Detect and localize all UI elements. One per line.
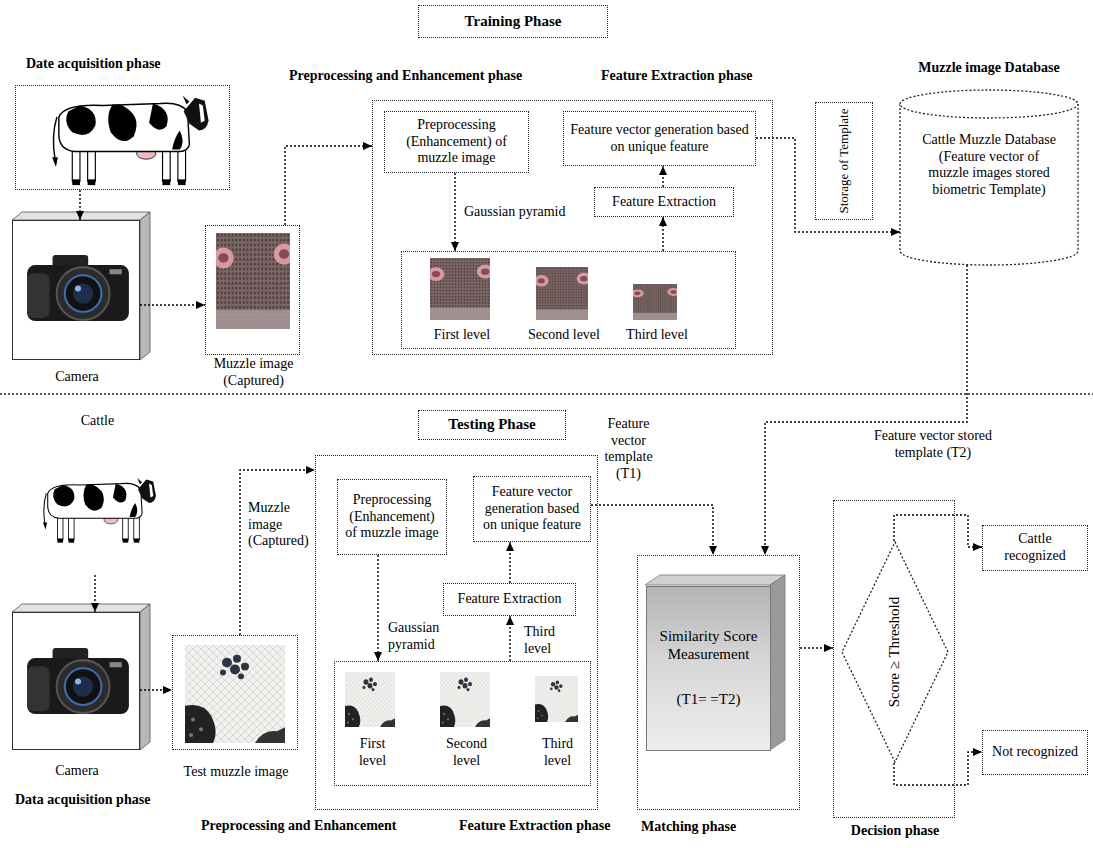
node-text: Camera bbox=[13, 763, 141, 780]
node-text: Third level bbox=[535, 736, 580, 769]
node-text: Cattle Muzzle Database (Feature vector o… bbox=[919, 132, 1059, 198]
phase-group-box: Preprocessing and Enhancement phaseFeatu… bbox=[372, 100, 773, 355]
node-text: Preprocessing (Enhancement) of muzzle im… bbox=[343, 492, 441, 542]
node-text: Feature Extraction phase bbox=[459, 818, 649, 835]
text-area: Cattle recognized bbox=[983, 526, 1087, 570]
node-text: Preprocessing (Enhancement) of muzzle im… bbox=[390, 117, 523, 167]
text-area: Preprocessing (Enhancement) of muzzle im… bbox=[338, 480, 446, 554]
storage-box: Storage of Template bbox=[815, 102, 873, 220]
result-box: Not recognized bbox=[982, 730, 1088, 775]
phase-group-box: Decision phaseScore ≥ Threshold bbox=[833, 500, 955, 818]
process-3d-box: Similarity Score Measurement (T1= =T2) bbox=[646, 586, 771, 751]
text-area: Feature vector generation based on uniqu… bbox=[474, 477, 590, 541]
decision-diamond: Score ≥ Threshold bbox=[841, 541, 949, 763]
node-text: Testing Phase bbox=[448, 416, 535, 434]
process-box: Feature vector generation based on uniqu… bbox=[473, 476, 591, 542]
connector bbox=[454, 173, 455, 251]
text-area: Preprocessing (Enhancement) of muzzle im… bbox=[385, 112, 528, 172]
illustration-box: Cattle bbox=[40, 440, 155, 575]
connector bbox=[94, 575, 95, 612]
result-box: Cattle recognized bbox=[982, 525, 1088, 571]
phase-title-box: Training Phase bbox=[418, 5, 608, 38]
connector bbox=[140, 689, 172, 690]
node-text: Muzzle image Database bbox=[900, 60, 1078, 77]
edge-label: Gaussian pyramid bbox=[386, 620, 486, 653]
node-text: Feature vector generation based on uniqu… bbox=[569, 122, 750, 155]
connector bbox=[894, 752, 982, 785]
edge-label: Feature vector template (T1) bbox=[601, 416, 656, 482]
node-text: Matching phase bbox=[641, 819, 801, 836]
edge-label: Muzzle image (Captured) bbox=[246, 500, 314, 550]
node-text: Third level bbox=[612, 327, 702, 344]
node-text: Feature Extraction bbox=[458, 591, 562, 608]
node-text: Date acquisition phase bbox=[26, 56, 236, 73]
process-box: Preprocessing (Enhancement) of muzzle im… bbox=[384, 111, 529, 173]
node-text: First level bbox=[350, 736, 395, 769]
node-text: Score ≥ Threshold bbox=[886, 597, 904, 707]
connector bbox=[894, 515, 982, 547]
process-box: Feature Extraction bbox=[443, 583, 576, 616]
connector bbox=[140, 304, 205, 305]
pyramid-box: First level Second levelThird level bbox=[401, 251, 736, 349]
pyramid-box: First level Second level Third level bbox=[334, 661, 591, 786]
node-text: Test muzzle image bbox=[163, 764, 309, 781]
connector bbox=[509, 542, 510, 583]
connector bbox=[591, 505, 713, 555]
node-text: Feature Extraction phase bbox=[601, 68, 801, 85]
connector bbox=[662, 166, 663, 187]
node-text: Not recognized bbox=[992, 744, 1078, 761]
connector bbox=[79, 190, 80, 220]
process-box: Feature Extraction bbox=[594, 187, 734, 217]
connector bbox=[285, 146, 372, 225]
edge-label: Gaussian pyramid bbox=[462, 204, 572, 221]
process-box: Preprocessing (Enhancement) of muzzle im… bbox=[337, 479, 447, 555]
text-area: Similarity Score Measurement (T1= =T2) bbox=[647, 587, 770, 750]
connector bbox=[765, 265, 967, 555]
node-text: Preprocessing and Enhancement phase bbox=[289, 68, 589, 85]
camera-box: Camera bbox=[12, 612, 140, 750]
connector bbox=[800, 647, 833, 648]
node-text: Cattle recognized bbox=[988, 531, 1082, 564]
node-text: First level bbox=[417, 327, 507, 344]
image-box: Test muzzle image bbox=[172, 635, 298, 750]
text-area: Feature Extraction bbox=[595, 188, 733, 216]
illustration-box: Date acquisition phase bbox=[15, 85, 230, 190]
node-text: Feature Extraction bbox=[612, 194, 716, 211]
node-text: Muzzle image (Captured) bbox=[196, 356, 311, 389]
node-text: (T1= =T2) bbox=[677, 691, 741, 709]
node-text: Camera bbox=[13, 369, 141, 386]
connector bbox=[240, 470, 315, 635]
node-text: Second level bbox=[519, 327, 609, 344]
database-cylinder: Muzzle image DatabaseCattle Muzzle Datab… bbox=[900, 90, 1078, 265]
text-area: Feature Extraction bbox=[444, 584, 575, 615]
node-text: Cattle bbox=[40, 413, 155, 430]
node-text: Storage of Template bbox=[836, 109, 851, 214]
text-area: Training Phase bbox=[419, 6, 607, 37]
connector bbox=[377, 555, 378, 661]
image-box: Muzzle image (Captured) bbox=[205, 225, 300, 355]
phase-group-box: Matching phaseSimilarity Score Measureme… bbox=[637, 555, 800, 810]
connector bbox=[756, 138, 900, 232]
process-box: Feature vector generation based on uniqu… bbox=[563, 111, 756, 166]
diamond-shape bbox=[842, 542, 948, 762]
text-area: Testing Phase bbox=[419, 411, 565, 439]
node-text: Similarity Score Measurement bbox=[652, 628, 765, 663]
connector bbox=[509, 616, 510, 661]
node-text: Preprocessing and Enhancement bbox=[201, 818, 456, 835]
text-area: Not recognized bbox=[983, 731, 1087, 774]
node-text: Feature vector generation based on uniqu… bbox=[479, 484, 585, 534]
edge-label: Feature vector stored template (T2) bbox=[858, 428, 1008, 461]
node-text: Decision phase bbox=[834, 823, 956, 840]
edge-label: Third level bbox=[522, 624, 562, 657]
page-label: Data acquisition phase bbox=[15, 792, 215, 809]
phase-title-box: Testing Phase bbox=[418, 410, 566, 440]
connector bbox=[662, 217, 663, 251]
camera-box: Camera bbox=[12, 220, 140, 360]
text-area: Feature vector generation based on uniqu… bbox=[564, 112, 755, 165]
node-text: Second level bbox=[439, 736, 494, 769]
node-text: Training Phase bbox=[465, 13, 562, 31]
